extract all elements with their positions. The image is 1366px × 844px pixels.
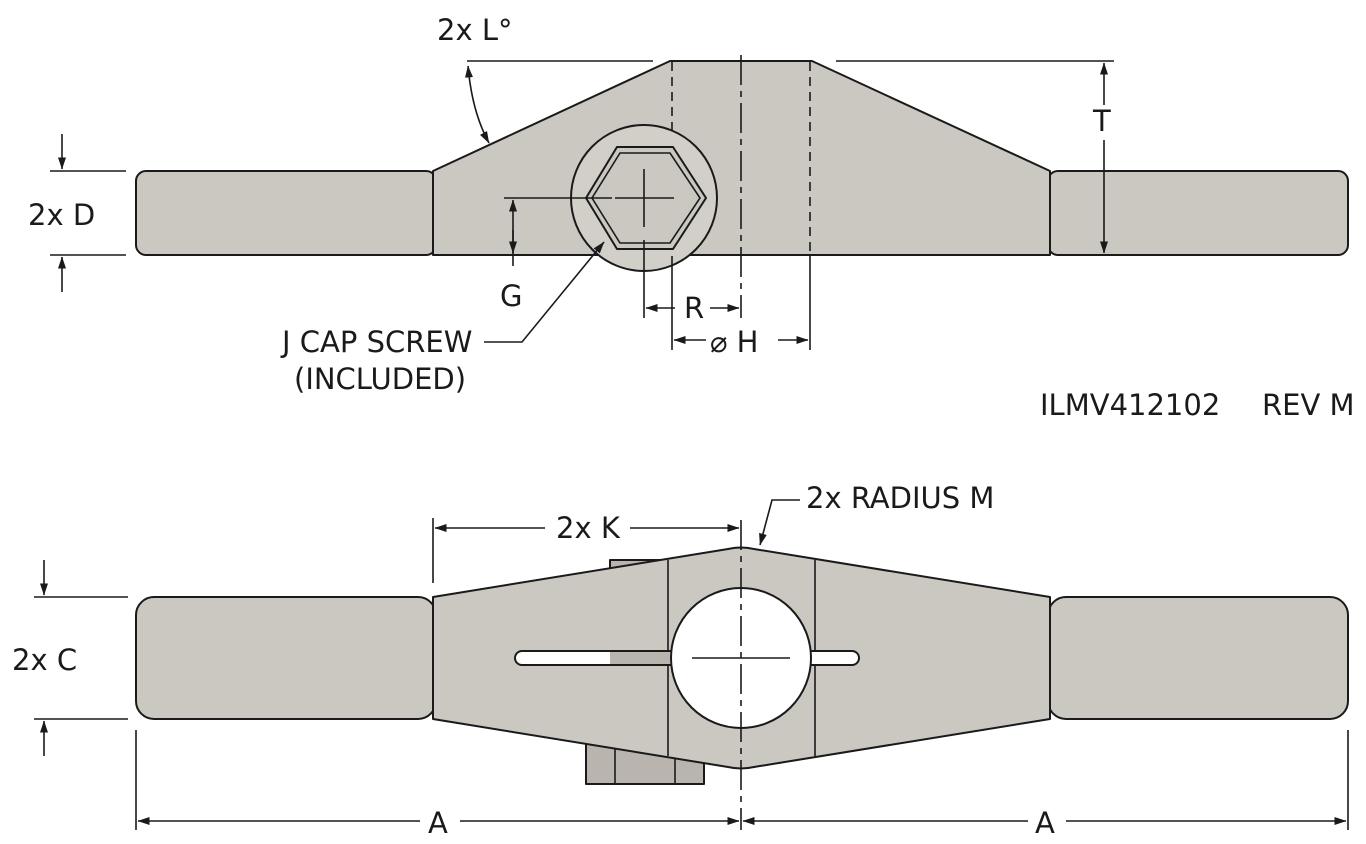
radius-label: 2x RADIUS M xyxy=(806,481,994,515)
slot-screw-shadow xyxy=(610,652,670,664)
part-number: ILMV412102 xyxy=(1040,388,1220,422)
half-length-left-label: A xyxy=(428,806,448,840)
side-view-left-arm xyxy=(135,170,437,256)
plan-view xyxy=(135,520,1349,830)
thickness-label: T xyxy=(1092,104,1111,138)
depth-label: 2x D xyxy=(28,198,95,232)
plan-view-left-arm xyxy=(135,596,437,720)
side-view-dimensions: 2x L° T 2x D G R ⌀ H J CAP SCREW (INCLUD… xyxy=(28,13,1114,396)
r-label: R xyxy=(684,291,704,325)
radius-leader xyxy=(759,499,800,546)
cap-screw-note: (INCLUDED) xyxy=(294,362,466,396)
side-view xyxy=(135,55,1349,318)
angle-arc xyxy=(465,65,490,144)
revision: REV M xyxy=(1262,388,1355,422)
cap-screw-leader xyxy=(484,241,605,343)
cap-screw-label: J CAP SCREW xyxy=(280,325,472,359)
half-length-right-label: A xyxy=(1035,806,1055,840)
side-view-right-arm xyxy=(1047,170,1349,256)
plan-view-dimensions: 2x K 2x RADIUS M 2x C A A xyxy=(12,481,1349,840)
hub-length-label: 2x K xyxy=(556,511,621,545)
angle-label: 2x L° xyxy=(437,13,513,47)
bore-label: ⌀ H xyxy=(710,325,758,359)
g-label: G xyxy=(500,279,522,313)
plan-view-right-arm xyxy=(1047,596,1349,720)
width-label: 2x C xyxy=(12,643,77,677)
